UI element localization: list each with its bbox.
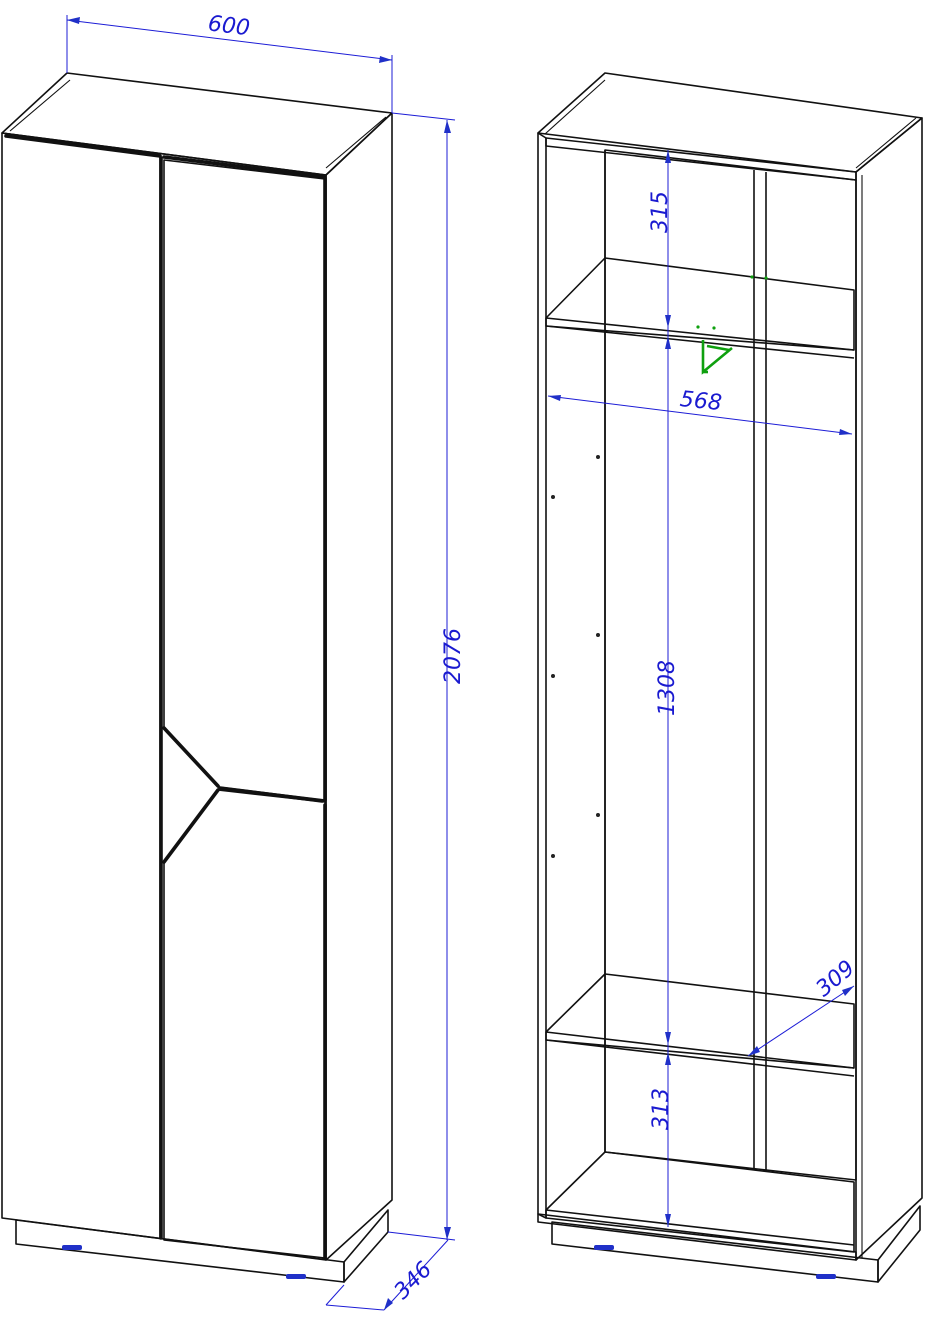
door-top-edge-right bbox=[162, 155, 326, 179]
rail-bracket-icon bbox=[696, 275, 768, 375]
bottom-board bbox=[545, 1151, 855, 1253]
right-upper-door[interactable] bbox=[163, 159, 326, 801]
height-dimension: 2076 bbox=[387, 112, 466, 1241]
height-label: 2076 bbox=[441, 628, 466, 684]
open-back-panel bbox=[604, 149, 857, 1181]
bottom-compartment-label: 313 bbox=[649, 1088, 674, 1130]
door-top-edge-left bbox=[4, 134, 162, 158]
shelf-depth-dimension: 309 bbox=[747, 956, 860, 1057]
handle-cut-upper bbox=[162, 726, 220, 788]
shelf-pin-hole bbox=[551, 495, 555, 499]
right-lower-door[interactable] bbox=[163, 789, 326, 1259]
bottom-board-front bbox=[545, 1209, 855, 1246]
open-plinth-side bbox=[877, 1205, 921, 1283]
handle-horizontal bbox=[218, 786, 324, 803]
handle-cut-lower bbox=[162, 788, 220, 864]
closed-top-edge-right bbox=[325, 116, 387, 169]
width-dimension: 600 bbox=[66, 11, 393, 113]
open-plinth bbox=[551, 1221, 879, 1283]
inner-width-dimension: 568 bbox=[547, 387, 853, 435]
open-top-edge-right bbox=[855, 117, 917, 169]
upper-shelf-front bbox=[545, 317, 855, 351]
lower-shelf-front bbox=[545, 1031, 855, 1069]
left-door[interactable] bbox=[1, 132, 161, 1238]
open-left-side bbox=[537, 132, 547, 1219]
depth-label: 346 bbox=[390, 1257, 437, 1304]
open-wardrobe bbox=[537, 72, 923, 1283]
upper-shelf bbox=[545, 257, 855, 351]
open-top-edge bbox=[544, 79, 606, 135]
shelf-pin-hole bbox=[596, 455, 600, 459]
upper-shelf-under bbox=[545, 325, 855, 359]
top-compartment-label: 315 bbox=[648, 191, 673, 233]
lower-shelf bbox=[545, 973, 855, 1069]
closed-foot-left bbox=[62, 1245, 82, 1250]
closed-plinth bbox=[15, 1219, 345, 1283]
closed-plinth-side bbox=[343, 1209, 389, 1283]
shelf-depth-label: 309 bbox=[812, 956, 860, 1002]
closed-side-panel bbox=[325, 112, 393, 1261]
middle-compartment-label: 1308 bbox=[655, 660, 680, 716]
shelf-pin-hole bbox=[596, 813, 600, 817]
open-front-bottom bbox=[537, 1213, 857, 1261]
closed-foot-right bbox=[286, 1274, 306, 1279]
compartment-dimensions: 315 1308 313 bbox=[648, 150, 680, 1227]
lower-shelf-under bbox=[545, 1039, 855, 1077]
closed-wardrobe bbox=[1, 72, 393, 1283]
closed-top-edge bbox=[9, 79, 71, 132]
open-foot-right bbox=[816, 1274, 836, 1279]
shelf-pin-hole bbox=[551, 854, 555, 858]
shelf-pin-hole bbox=[551, 674, 555, 678]
open-foot-left bbox=[594, 1245, 614, 1250]
shelf-pin-hole bbox=[596, 633, 600, 637]
open-side-panel bbox=[855, 117, 923, 1261]
inner-width-label: 568 bbox=[679, 387, 723, 416]
width-label: 600 bbox=[206, 11, 251, 41]
